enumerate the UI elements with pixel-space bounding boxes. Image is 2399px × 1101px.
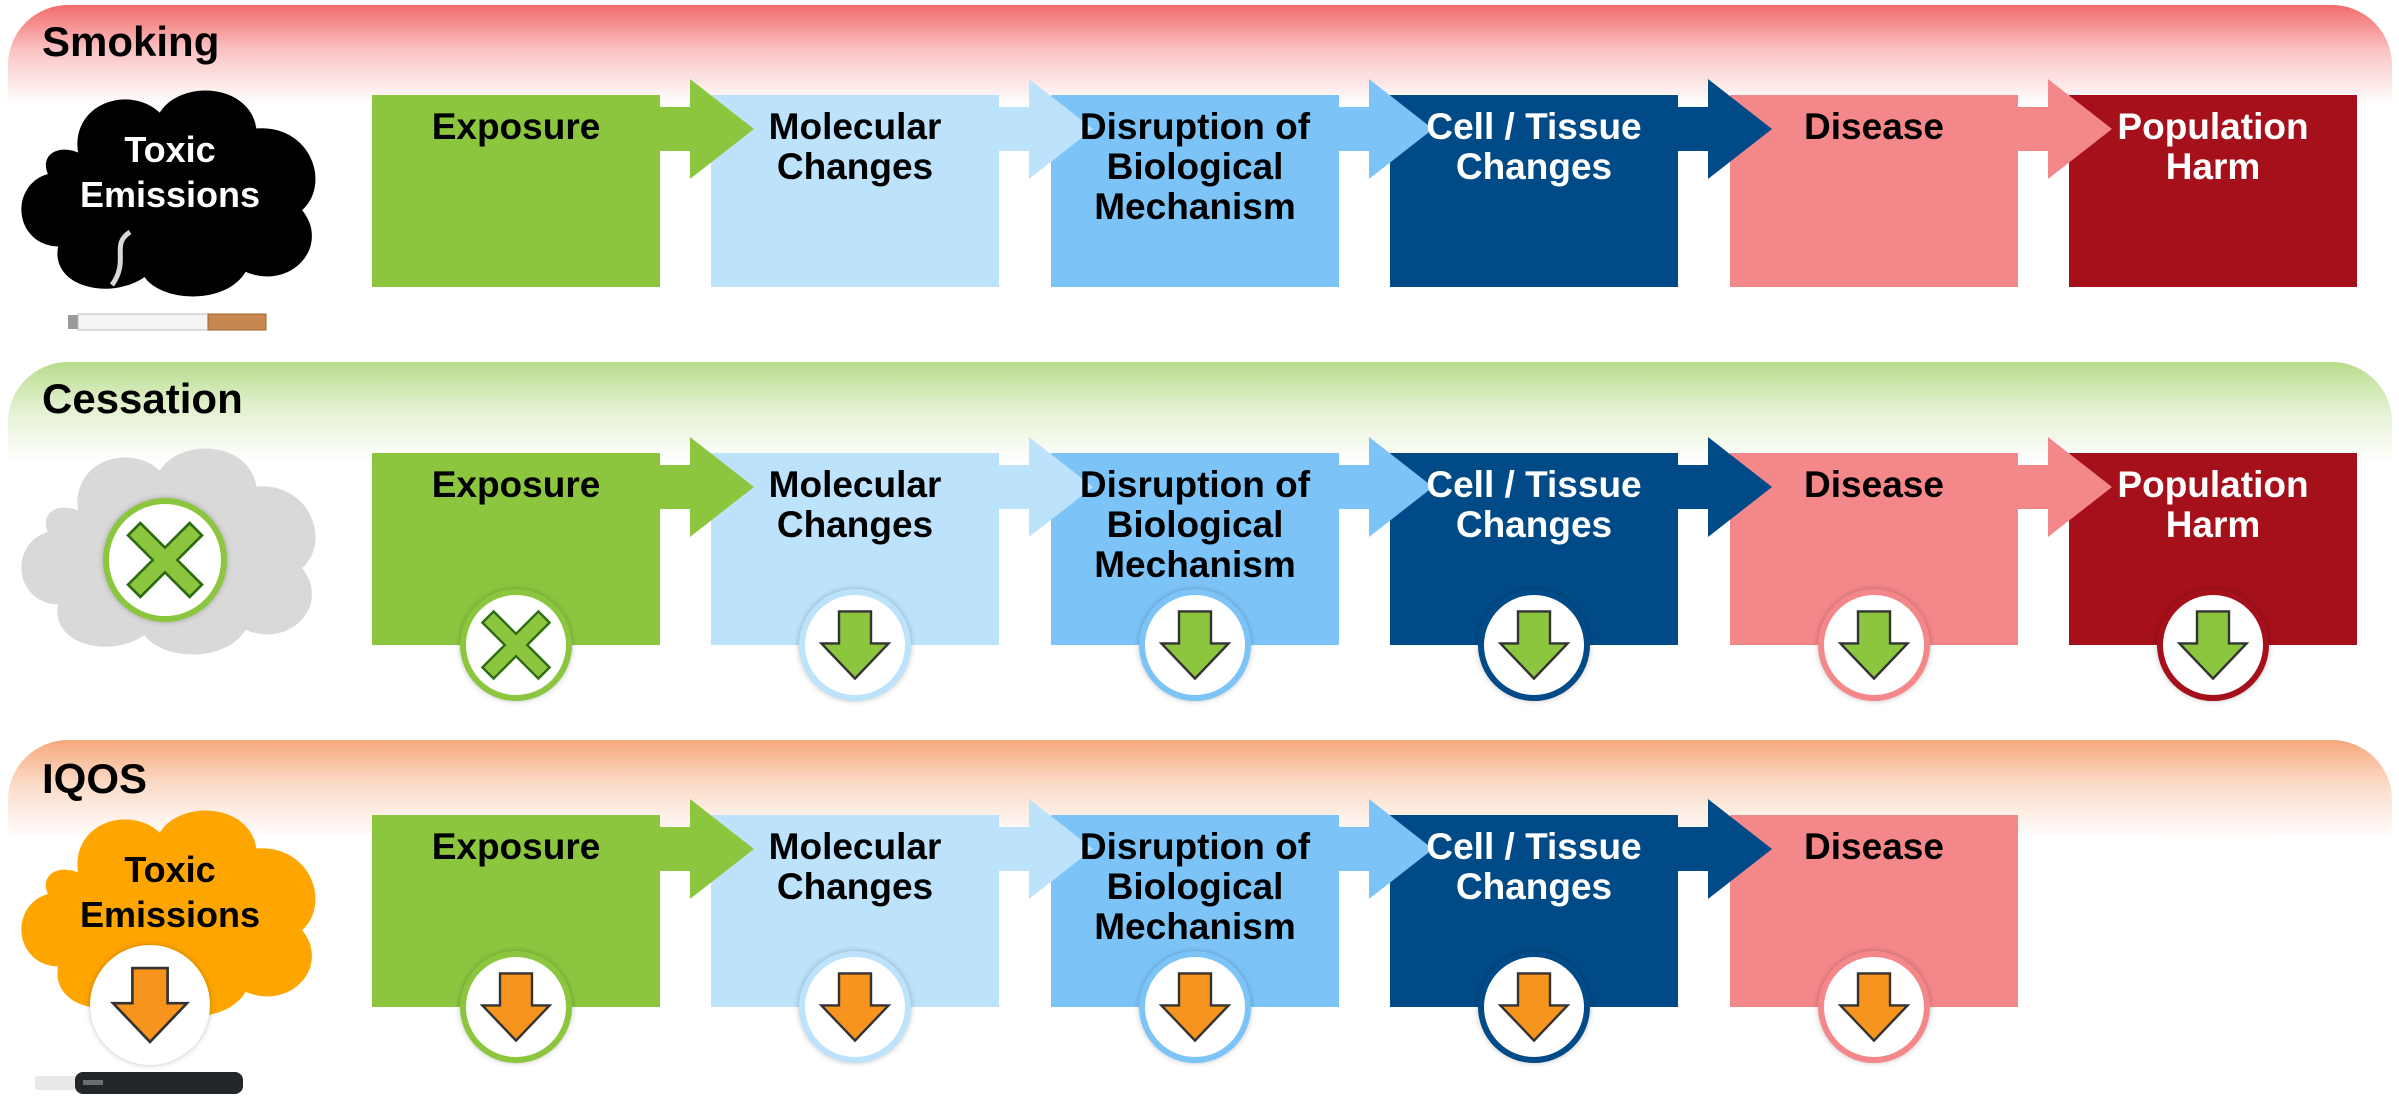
step-label: Disease	[1804, 464, 1944, 505]
row-header-band-cessation	[8, 362, 2392, 462]
step-iqos-disease: Disease	[1730, 815, 2018, 1007]
row-header-band-smoking	[8, 5, 2392, 105]
step-smoking-disruption: Disruption of Biological Mechanism	[1051, 95, 1339, 287]
step-smoking-cell: Cell / Tissue Changes	[1390, 95, 1678, 287]
emissions-label-iqos: Toxic Emissions	[79, 849, 261, 935]
step-label: Disease	[1804, 106, 1944, 147]
step-label: Population Harm	[2117, 106, 2309, 187]
row-title-cessation: Cessation	[42, 375, 243, 422]
x-mark-icon	[460, 589, 572, 701]
emissions-cloud-iqos	[10, 795, 330, 1030]
orange-down-arrow-icon	[90, 945, 210, 1065]
orange-down-arrow-icon	[460, 951, 572, 1063]
green-down-arrow-icon	[1139, 589, 1251, 701]
step-smoking-population: Population Harm	[2069, 95, 2357, 287]
cigarette-icon	[68, 310, 268, 339]
green-down-arrow-icon	[799, 589, 911, 701]
step-label: Disruption of Biological Mechanism	[1079, 826, 1311, 947]
x-mark-icon	[103, 498, 227, 622]
heated-tobacco-device-icon	[35, 1070, 245, 1101]
orange-down-arrow-icon	[799, 951, 911, 1063]
step-label: Molecular Changes	[768, 826, 942, 907]
row-title-smoking: Smoking	[42, 18, 220, 65]
orange-down-arrow-icon	[1478, 951, 1590, 1063]
orange-down-arrow-icon	[1818, 951, 1930, 1063]
step-label: Molecular Changes	[768, 464, 942, 545]
emissions-label-smoking: Toxic Emissions	[79, 129, 261, 215]
step-label: Cell / Tissue Changes	[1426, 826, 1642, 907]
green-down-arrow-icon	[1478, 589, 1590, 701]
emissions-cloud-smoking	[10, 75, 330, 310]
step-label: Population Harm	[2117, 464, 2309, 545]
green-down-arrow-icon	[1818, 589, 1930, 701]
step-label: Exposure	[431, 826, 601, 867]
row-title-iqos: IQOS	[42, 755, 148, 802]
step-cessation-cell: Cell / Tissue Changes	[1390, 453, 1678, 645]
step-label: Exposure	[431, 106, 601, 147]
step-label: Cell / Tissue Changes	[1426, 106, 1642, 187]
step-label: Disease	[1804, 826, 1944, 867]
step-label: Disruption of Biological Mechanism	[1079, 464, 1311, 585]
smoke-wisp-icon	[100, 229, 140, 295]
green-down-arrow-icon	[2157, 589, 2269, 701]
step-label: Exposure	[431, 464, 601, 505]
step-smoking-molecular: Molecular Changes	[711, 95, 999, 287]
step-label: Cell / Tissue Changes	[1426, 464, 1642, 545]
step-label: Disruption of Biological Mechanism	[1079, 106, 1311, 227]
step-label: Molecular Changes	[768, 106, 942, 187]
step-smoking-exposure: Exposure	[372, 95, 660, 287]
orange-down-arrow-icon	[1139, 951, 1251, 1063]
step-smoking-disease: Disease	[1730, 95, 2018, 287]
